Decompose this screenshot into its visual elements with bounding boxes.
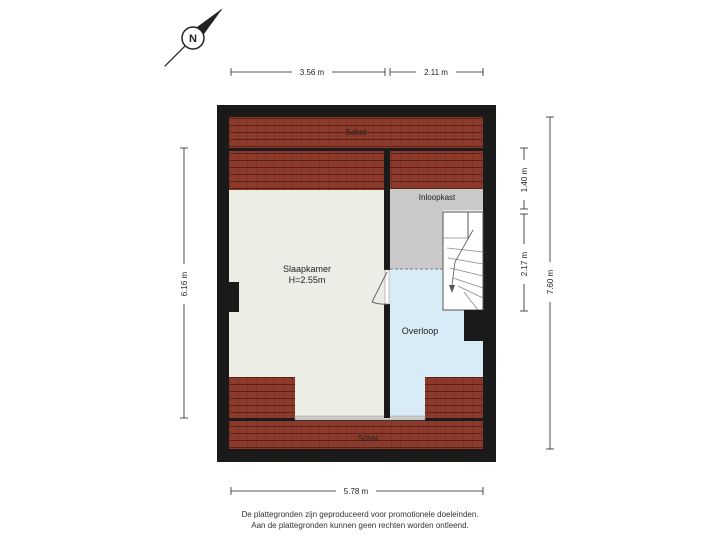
chimney-left <box>229 282 239 312</box>
label-slaapkamer: Slaapkamer <box>283 264 331 274</box>
partition-wall-lower <box>384 304 390 418</box>
label-schot-top: Schot <box>346 128 367 137</box>
compass-letter: N <box>189 33 197 45</box>
dim-right-middle-height: 2.17 m <box>520 251 529 276</box>
door-swing <box>371 271 388 305</box>
room-inloopkast-top <box>390 189 483 210</box>
label-slaapkamer-height: H=2.55m <box>289 275 326 285</box>
roof-tiles-right-bottom <box>425 377 483 418</box>
disclaimer-line-2: Aan de plattegronden kunnen geen rechten… <box>251 521 469 530</box>
roof-tiles-right-top <box>390 151 483 189</box>
compass: N <box>164 8 223 67</box>
dim-top-right-width: 2.11 m <box>424 68 448 77</box>
roof-tiles-left-bottom <box>229 377 295 418</box>
label-inloopkast: Inloopkast <box>419 193 456 202</box>
dim-bottom-total-width: 5.78 m <box>344 487 369 496</box>
dim-left-height: 6.16 m <box>180 271 189 296</box>
disclaimer-line-1: De plattegronden zijn geproduceerd voor … <box>241 510 479 519</box>
compass-north-arrow-icon <box>164 8 223 67</box>
dim-top-left-width: 3.56 m <box>300 68 325 77</box>
roof-schot-bottom <box>229 421 483 449</box>
staircase <box>442 211 484 311</box>
roof-schot-top <box>229 117 483 148</box>
label-schot-bottom: Schot <box>358 434 379 443</box>
wall-block-right <box>464 310 483 341</box>
room-inloopkast <box>390 210 443 269</box>
knee-wall-window <box>294 415 426 421</box>
roof-tiles-left-top <box>229 151 384 190</box>
partition-wall-upper <box>384 148 390 270</box>
label-overloop: Overloop <box>402 326 439 336</box>
dim-right-upper-height: 1.40 m <box>520 167 529 192</box>
wall-knee-top <box>229 148 483 151</box>
dim-right-total-height: 7.60 m <box>546 269 555 294</box>
